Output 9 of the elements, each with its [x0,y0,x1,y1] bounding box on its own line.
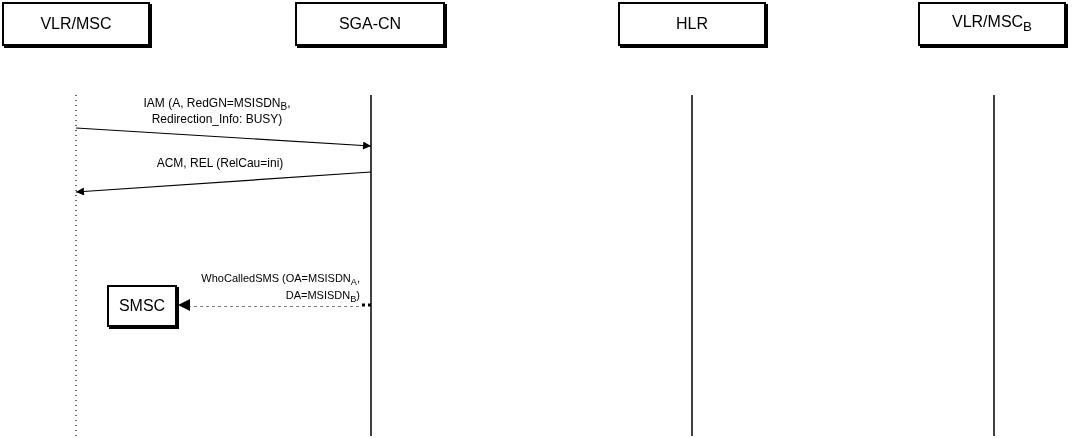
participant-name: HLR [676,15,708,33]
participant-name: VLR/MSC$_{B}$ [952,13,1032,35]
participant-name: VLR/MSC [40,15,112,33]
edge-label: WhoCalledSMS (OA=MSISDN$_{A}$, DA=MSISDN$_{B}$) [190,272,360,307]
dashed-arrow [178,299,371,311]
arrow [75,127,372,150]
arrow [75,171,372,196]
participant-name: SGA-CN [338,15,402,33]
participant-name: SMSC [118,297,166,315]
